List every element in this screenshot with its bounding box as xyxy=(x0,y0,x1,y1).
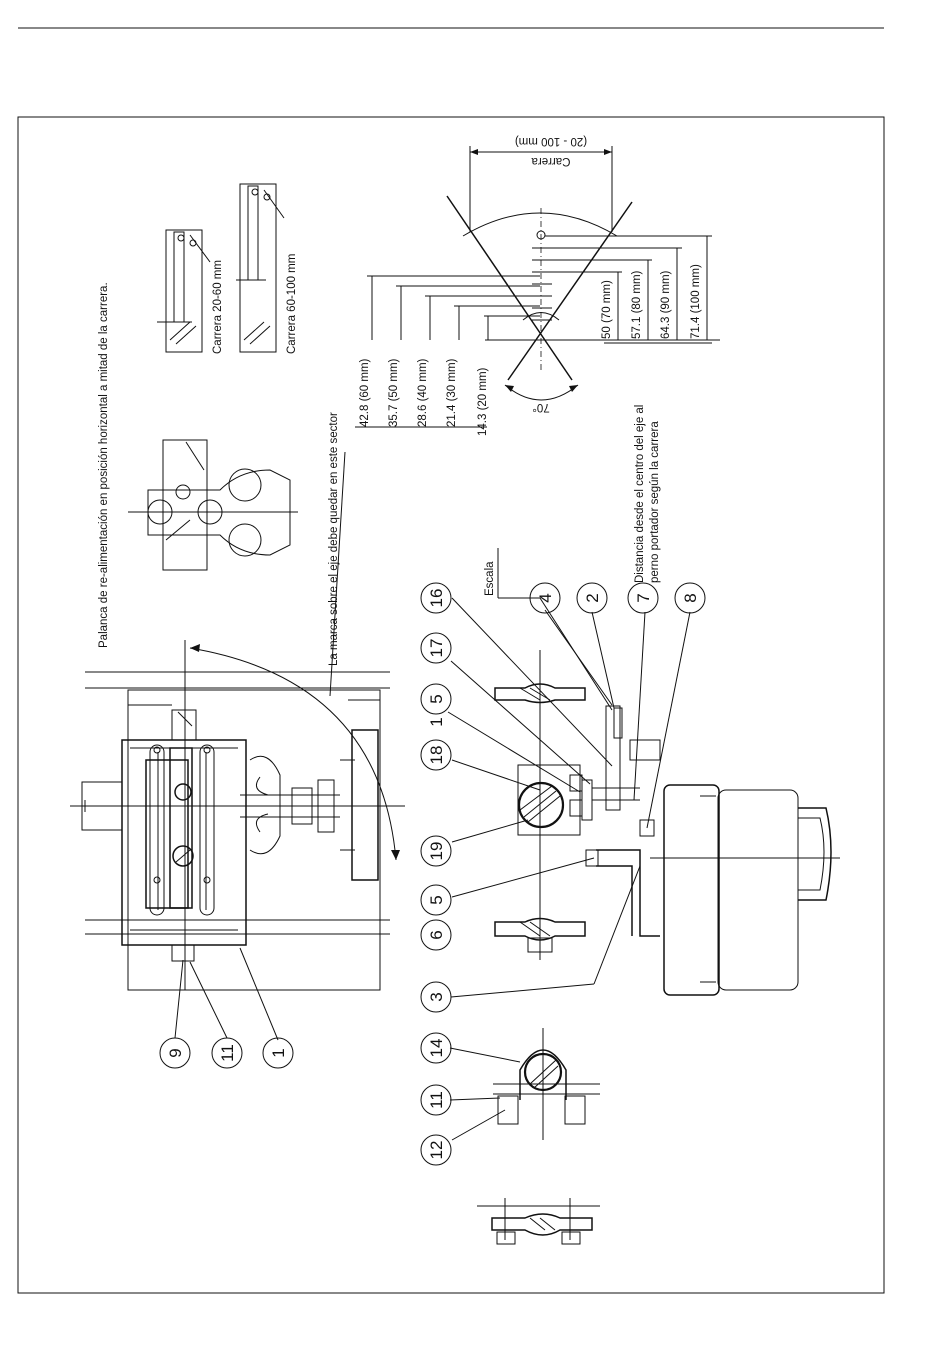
svg-text:1: 1 xyxy=(269,1048,288,1057)
callout-9: 9 xyxy=(159,1037,191,1069)
svg-text:11: 11 xyxy=(427,1091,446,1109)
svg-text:8: 8 xyxy=(681,593,700,602)
figure-frame xyxy=(17,116,885,1294)
callout-5-lower: 5 xyxy=(420,884,452,916)
callout-1-upper: 1 xyxy=(427,717,446,726)
callout-3: 3 xyxy=(420,981,452,1013)
callout-2: 2 xyxy=(576,582,608,614)
ubolt-detail xyxy=(477,1028,600,1245)
callout-11-left: 11 xyxy=(211,1037,243,1069)
carrera-range: (20 - 100 mm) xyxy=(515,135,587,147)
carrera-label: Carrera xyxy=(531,155,571,167)
feedback-lever-note: Palanca de re-alimentación en posición h… xyxy=(98,282,110,648)
callout-17: 17 xyxy=(420,632,452,664)
lever-sketch-large xyxy=(236,183,285,353)
svg-text:5: 5 xyxy=(427,694,446,703)
svg-text:7: 7 xyxy=(634,593,653,602)
dim-20: 14.3 (20 mm) xyxy=(477,367,489,436)
dim-100: 71.4 (100 mm) xyxy=(690,264,702,339)
callout-4: 4 xyxy=(529,582,561,614)
callout-7: 7 xyxy=(627,582,659,614)
dim-70: 50 (70 mm) xyxy=(601,280,613,339)
dim-80: 57.1 (80 mm) xyxy=(631,270,643,339)
callout-14: 14 xyxy=(420,1032,452,1064)
svg-text:6: 6 xyxy=(427,930,446,939)
callout-19: 19 xyxy=(420,835,452,867)
svg-text:14: 14 xyxy=(427,1039,446,1058)
svg-text:12: 12 xyxy=(427,1141,446,1160)
svg-text:17: 17 xyxy=(427,639,446,658)
svg-text:16: 16 xyxy=(427,589,446,608)
callout-16: 16 xyxy=(420,582,452,614)
sector-note: La marca sobre el eje debe quedar en est… xyxy=(328,412,340,666)
callout-1: 1 xyxy=(262,1037,294,1069)
svg-text:9: 9 xyxy=(166,1048,185,1057)
dim-90: 64.3 (90 mm) xyxy=(660,270,672,339)
svg-text:4: 4 xyxy=(536,593,555,602)
stroke-small-label: Carrera 20-60 mm xyxy=(212,260,224,354)
stroke-large-label: Carrera 60-100 mm xyxy=(286,254,298,354)
callout-18: 18 xyxy=(420,739,452,771)
dim-60: 42.8 (60 mm) xyxy=(359,358,371,427)
actuator-yoke-view xyxy=(70,451,405,991)
svg-text:18: 18 xyxy=(427,746,446,765)
dim-40: 28.6 (40 mm) xyxy=(417,358,429,427)
lever-sketch-small xyxy=(157,229,211,353)
svg-text:5: 5 xyxy=(427,895,446,904)
callout-5-upper: 5 xyxy=(420,683,452,715)
callout-11-right: 11 xyxy=(420,1084,452,1116)
svg-text:11: 11 xyxy=(218,1044,237,1062)
svg-text:2: 2 xyxy=(583,593,602,602)
stroke-geometry xyxy=(355,146,720,428)
dim-50: 35.7 (50 mm) xyxy=(388,358,400,427)
callout-8: 8 xyxy=(674,582,706,614)
distance-note-2: perno portador según la carrera xyxy=(649,421,661,583)
svg-text:3: 3 xyxy=(427,992,446,1001)
angle-label: 70° xyxy=(532,401,549,413)
callout-6: 6 xyxy=(420,919,452,951)
center-assembly xyxy=(494,650,840,996)
svg-text:19: 19 xyxy=(427,842,446,861)
leader-lines xyxy=(174,548,691,1141)
lever-sketch-assembled xyxy=(128,439,298,571)
scale-label: Escala xyxy=(484,561,496,596)
callout-12: 12 xyxy=(420,1134,452,1166)
distance-note-1: Distancia desde el centro del eje al xyxy=(634,405,646,583)
dim-30: 21.4 (30 mm) xyxy=(446,358,458,427)
